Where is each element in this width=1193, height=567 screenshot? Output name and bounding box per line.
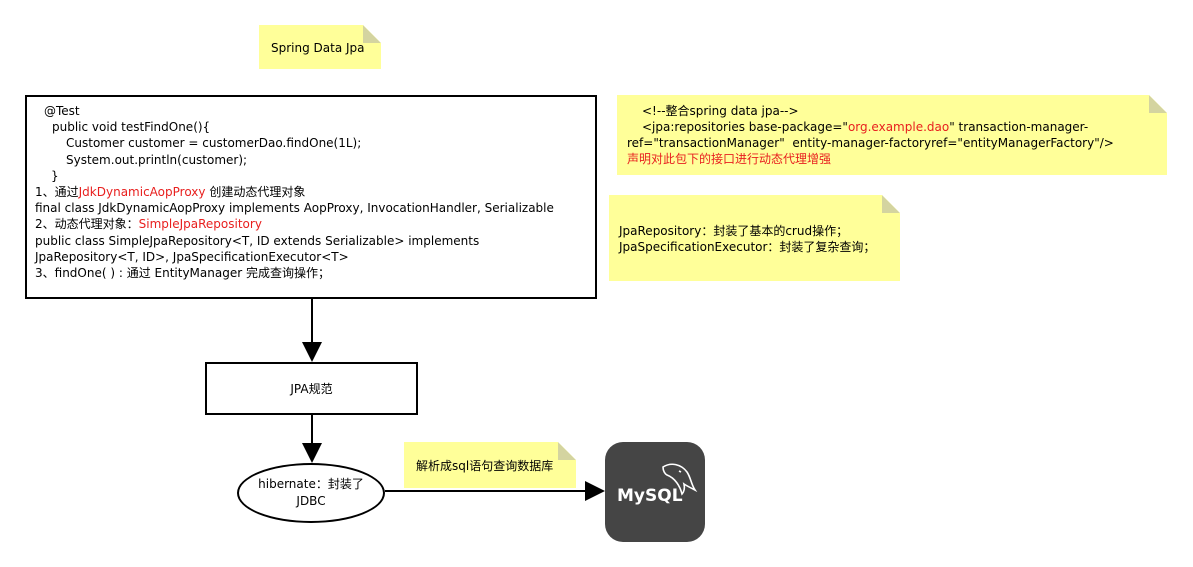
code-line: public class SimpleJpaRepository<T, ID e… [35,233,480,248]
jpa-spec-label: JPA规范 [290,382,333,396]
mysql-dolphin-icon: MySQL [617,463,698,506]
hibernate-label-line: JDBC [296,494,326,508]
config-line: ref="transactionManager" entity-manager-… [627,136,1114,150]
step-3-text: 3、findOne( ) : 通过 EntityManager 完成查询操作； [35,266,330,281]
mysql-logo-text: MySQL [617,486,683,506]
code-line: Customer customer = customerDao.findOne(… [66,136,362,151]
repository-note[interactable]: JpaRepository：封装了基本的crud操作； JpaSpecifica… [609,195,900,281]
code-line: System.out.println(customer); [66,152,248,167]
code-line: @Test [44,104,80,118]
step-1-suffix: 创建动态代理对象 [205,185,306,200]
step-2-prefix: 2、动态代理对象： [35,217,139,232]
repository-note-text: JpaRepository：封装了基本的crud操作； JpaSpecifica… [619,223,875,255]
step-1-class-name: JdkDynamicAopProxy [78,185,206,200]
step-1-prefix: 1、通过 [35,185,79,200]
config-line-prefix: <jpa:repositories base-package=" [642,120,848,134]
code-line: JpaRepository<T, ID>, JpaSpecificationEx… [35,249,349,264]
mysql-logo-icon: MySQL [605,442,705,542]
code-line: public void testFindOne(){ [52,120,211,135]
hibernate-label-line: hibernate：封装了 [258,477,364,491]
code-line: final class JdkDynamicAopProxy implement… [35,201,554,216]
code-explanation-box[interactable]: @Test public void testFindOne(){ Custome… [25,95,597,299]
sql-note[interactable]: 解析成sql语句查询数据库 [404,442,576,488]
repository-line: JpaSpecificationExecutor：封装了复杂查询； [619,240,876,254]
config-line-suffix: " transaction-manager- [949,120,1089,134]
code-line: } [51,168,59,183]
hibernate-label: hibernate：封装了 JDBC [258,476,364,510]
config-note-text: <!--整合spring data jpa--> <jpa:repositori… [627,103,1114,167]
title-note[interactable]: Spring Data Jpa [259,25,381,69]
title-note-text: Spring Data Jpa [271,41,365,55]
config-package-name: org.example.dao [847,120,950,134]
config-note[interactable]: <!--整合spring data jpa--> <jpa:repositori… [617,95,1167,175]
code-explanation-text: @Test public void testFindOne(){ Custome… [35,103,554,281]
sql-note-text: 解析成sql语句查询数据库 [416,459,554,473]
step-2-class-name: SimpleJpaRepository [138,217,262,232]
jpa-spec-box[interactable]: JPA规范 [205,362,418,415]
config-comment: <!--整合spring data jpa--> [642,104,799,118]
config-description: 声明对此包下的接口进行动态代理增强 [627,152,832,166]
hibernate-node[interactable]: hibernate：封装了 JDBC [237,463,385,523]
repository-line: JpaRepository：封装了基本的crud操作； [619,224,849,238]
